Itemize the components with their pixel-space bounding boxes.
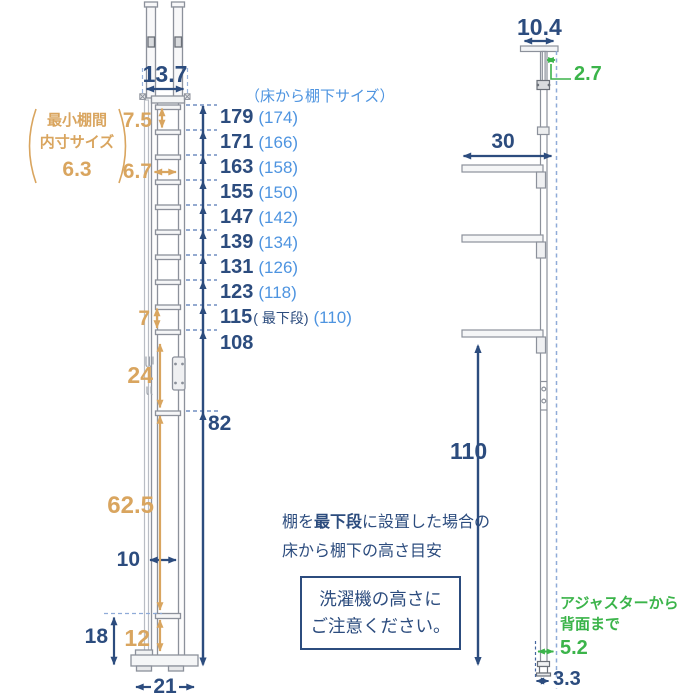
dim-base-height-label: 18 [84,625,108,648]
dim-lower-section-label: 62.5 [107,492,154,519]
adjuster-note-line2: 背面まで [560,616,621,633]
shelf-row-lowest: 115 ( 最下段) (110) [220,306,352,328]
min-gap-annotation: 最小棚間 内寸サイズ 6.3 [30,110,124,182]
dim-82-label: 82 [208,412,232,435]
side-view-structure [461,45,559,677]
front-view-structure [130,1,199,672]
min-gap-value: 6.3 [62,158,92,181]
min-gap-line2: 内寸サイズ [39,134,115,151]
dim-joint-section-label: 24 [127,362,153,388]
note-line2: 床から棚下の高さ目安 [282,543,443,560]
shelf-row: 139 (134) [220,231,299,253]
shelf-row: 163 (158) [220,156,299,178]
note-line1: 棚を最下段に設置した場合の [282,514,491,531]
dim-bottom-gap-label: 7 [138,307,150,330]
min-gap-parens [28,108,127,184]
shelf-row: 155 (150) [220,181,299,203]
dim-inner-width-label: 6.7 [122,160,152,183]
warning-box: 洗濯機の高さに ご注意ください。 [300,576,461,650]
dim-top-width-label: 13.7 [142,61,188,87]
side-view-dim-arrows [462,37,571,685]
dim-end-markers [139,93,191,100]
rows-header-note: （床から棚下サイズ） [245,88,395,105]
shelf-row: 171 (166) [220,131,299,153]
dim-110-label: 110 [450,438,488,464]
adjuster-note-line1: アジャスターから [560,595,679,612]
dim-offset-back-label: 2.7 [574,63,602,85]
dim-base-gap-label: 12 [124,625,150,651]
dim-pole-width-label: 10 [116,548,140,571]
shelf-row: 179 (174) [220,106,299,128]
height-dimension-arrow [199,105,207,667]
warning-line2: ご注意ください。 [310,615,451,636]
dim-top-gap-label: 7.5 [122,109,152,132]
warning-line1: 洗濯機の高さに [319,589,442,609]
shelf-row: 108 [220,332,254,354]
navy-dim-arrows [110,85,195,691]
dim-foot-depth-label: 3.3 [553,668,581,690]
dim-shelf-depth-label: 30 [491,130,515,153]
height-110-arrow [474,344,482,666]
orange-dim-arrows [153,107,177,652]
shelf-row: 131 (126) [220,256,299,278]
front-view-guides [104,68,218,615]
dim-adjuster-depth-label: 5.2 [560,637,588,659]
min-gap-line1: 最小棚間 [46,112,107,129]
dim-side-top-width-label: 10.4 [517,14,562,40]
dim-base-depth-label: 21 [153,675,177,698]
shelf-row: 123 (118) [220,281,297,303]
side-view-guides [534,51,558,689]
shelf-row: 147 (142) [220,206,299,228]
